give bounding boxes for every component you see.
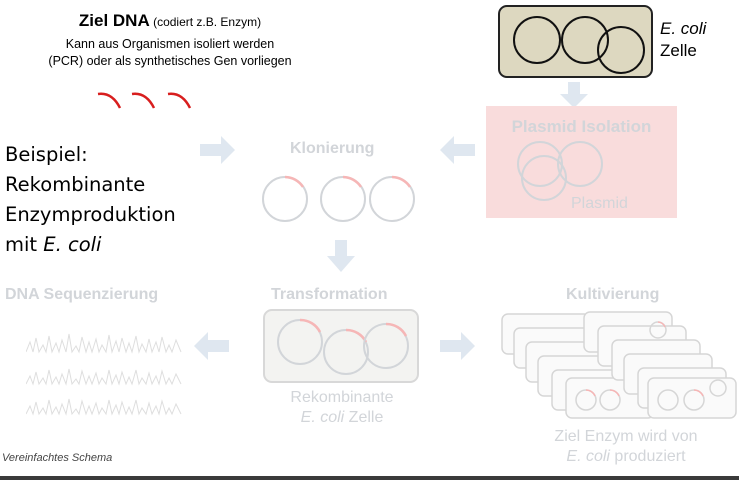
ziel-dna-line2: (PCR) oder als synthetisches Gen vorlieg… <box>48 54 292 68</box>
dna-fragment-3 <box>167 92 192 109</box>
isolated-plasmid-2 <box>557 141 603 187</box>
plasmid-label: Plasmid <box>571 195 628 212</box>
ziel-dna-paren: (codiert z.B. Enzym) <box>153 15 262 29</box>
recombinant-plasmid-3 <box>363 323 409 369</box>
ziel-dna-line1: Kann aus Organismen isoliert werden <box>65 37 275 51</box>
dna-fragment-2 <box>131 92 156 109</box>
ziel-dna-bold: Ziel DNA <box>78 11 150 30</box>
example-line1: Beispiel: <box>5 143 88 166</box>
transformation-title: Transformation <box>271 286 388 303</box>
arrow-down-icon-2 <box>327 240 355 272</box>
kultivierung-line1: Ziel Enzym wird von <box>554 428 698 445</box>
ecoli-cell <box>498 5 653 78</box>
example-heading: Beispiel: Rekombinante Enzymproduktion m… <box>5 140 176 260</box>
arrow-right-icon-2 <box>440 332 475 360</box>
kultivierung-title: Kultivierung <box>566 286 660 303</box>
recombinant-rest: Zelle <box>344 409 384 426</box>
dna-sequencing-title: DNA Sequenzierung <box>5 286 159 303</box>
arrow-left-icon-2 <box>194 332 229 360</box>
cell-plasmid-3 <box>597 26 645 74</box>
kultivierung-label: Ziel Enzym wird von E. coli produziert <box>526 427 726 467</box>
example-line2: Rekombinante <box>5 173 146 196</box>
isolated-plasmid-3 <box>521 155 567 201</box>
arrow-right-icon <box>200 136 235 164</box>
sequencing-chromatogram <box>26 333 182 416</box>
dna-fragment-1 <box>97 92 122 109</box>
recombinant-cell-label: Rekombinante E. coli Zelle <box>262 388 422 428</box>
cultivated-cells <box>501 311 737 419</box>
kultivierung-rest: produziert <box>609 448 686 465</box>
ziel-dna-description: Kann aus Organismen isoliert werden (PCR… <box>10 36 330 70</box>
bottom-bar <box>0 476 739 480</box>
cloned-plasmids <box>262 175 415 222</box>
cell-plasmid-1 <box>513 16 561 64</box>
footnote: Vereinfachtes Schema <box>2 452 113 464</box>
example-line4: mit E. coli <box>5 230 176 260</box>
arrow-left-icon <box>440 136 475 164</box>
example-line4-italic: E. coli <box>43 233 102 256</box>
example-line3: Enzymproduktion <box>5 203 176 226</box>
ecoli-label-italic: E. coli <box>660 19 707 38</box>
ecoli-cell-label: E. coli Zelle <box>660 18 706 62</box>
cell-plasmid-2 <box>561 16 609 64</box>
isolated-plasmid-1 <box>517 141 563 187</box>
ziel-dna-title: Ziel DNA (codiert z.B. Enzym) <box>20 12 320 31</box>
kultivierung-italic: E. coli <box>566 448 610 465</box>
plasmid-isolation-title: Plasmid Isolation <box>511 117 652 136</box>
recombinant-italic: E. coli <box>300 409 345 426</box>
isolated-plasmids <box>517 141 603 201</box>
recombinant-cell <box>263 309 419 383</box>
klonierung-title: Klonierung <box>290 140 375 157</box>
recombinant-line1: Rekombinante <box>290 389 394 406</box>
ecoli-label-zelle: Zelle <box>660 41 697 60</box>
example-line4-prefix: mit <box>5 233 44 256</box>
arrow-down-icon <box>560 82 588 108</box>
target-dna-fragments <box>97 92 192 109</box>
